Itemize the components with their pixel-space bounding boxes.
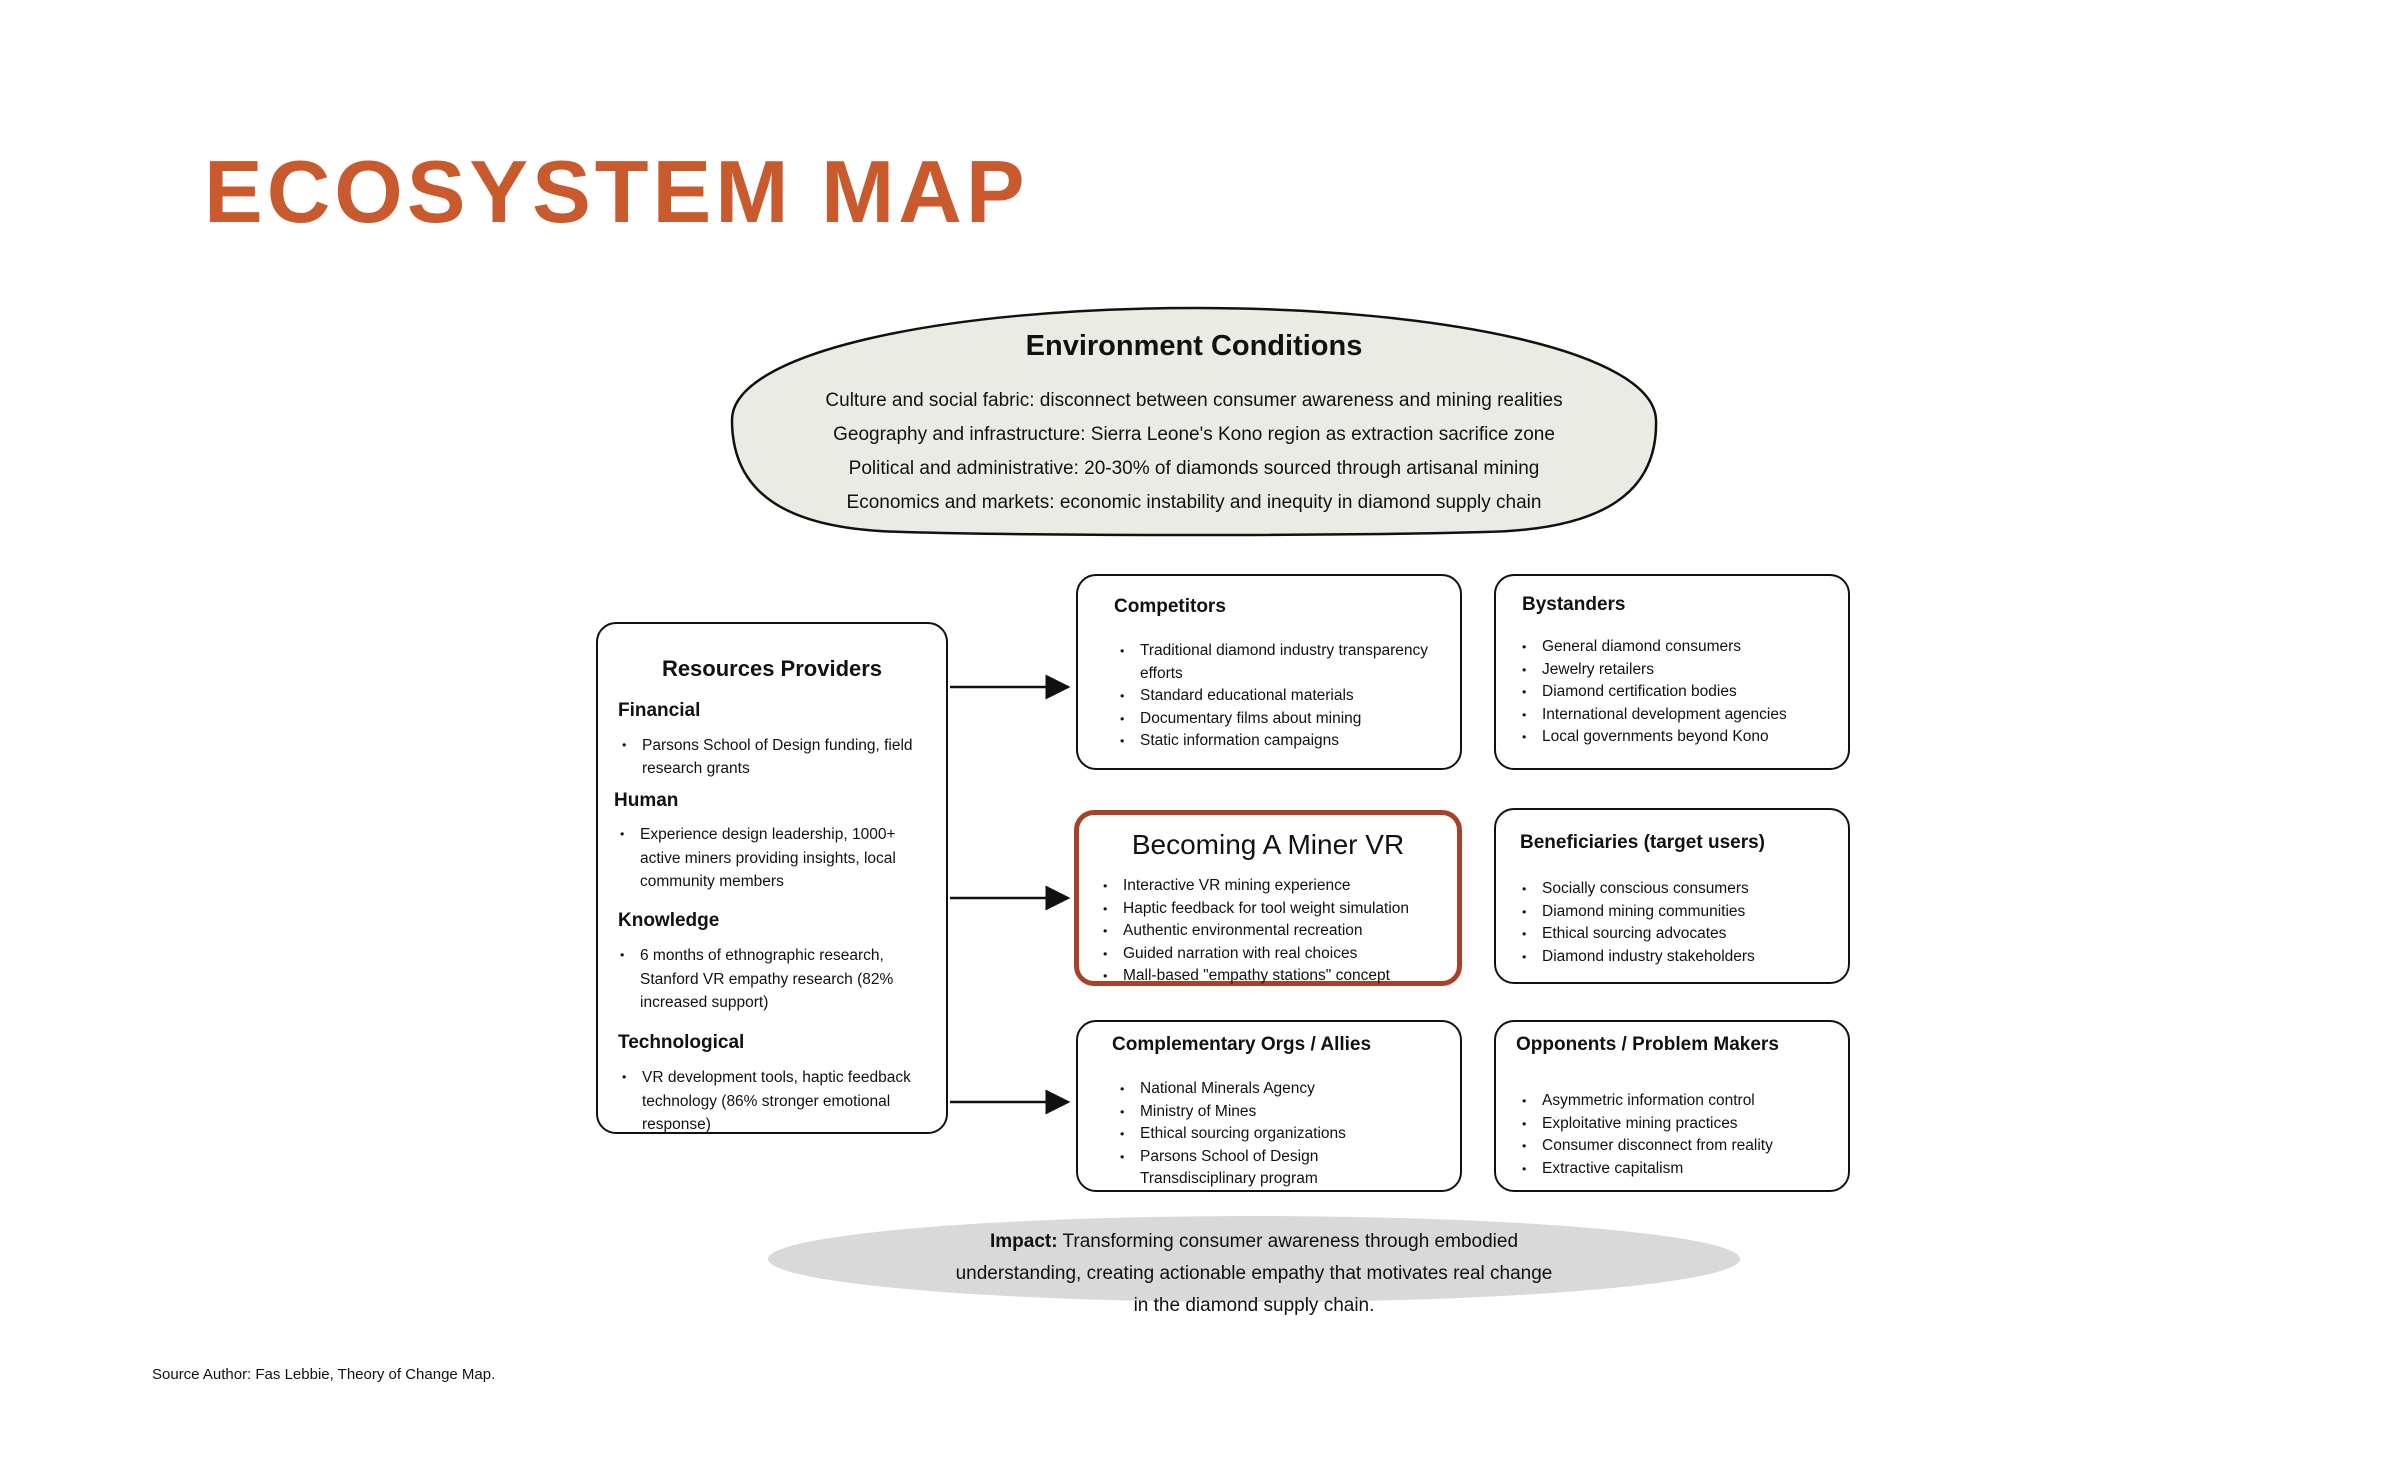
opponents-box: Opponents / Problem Makers Asymmetric in… [1494,1020,1850,1192]
list-item: Standard educational materials [1118,685,1438,708]
list-item: Guided narration with real choices [1101,943,1451,966]
environment-ellipse [730,306,1658,537]
allies-box: Complementary Orgs / Allies National Min… [1076,1020,1462,1192]
list-item: Interactive VR mining experience [1101,875,1451,898]
source-credit: Source Author: Fas Lebbie, Theory of Cha… [152,1366,496,1383]
list-item: Ministry of Mines [1118,1101,1418,1124]
allies-title: Complementary Orgs / Allies [1112,1034,1372,1055]
core-project-box: Becoming A Miner VR Interactive VR minin… [1074,810,1462,988]
beneficiaries-list: Socially conscious consumers Diamond min… [1520,878,1840,968]
environment-list: Culture and social fabric: disconnect be… [724,384,1664,520]
list-item: Ethical sourcing organizations [1118,1123,1418,1146]
list-item: Documentary films about mining [1118,708,1438,731]
core-list: Interactive VR mining experience Haptic … [1101,875,1451,988]
opponents-list: Asymmetric information control Exploitat… [1520,1090,1840,1180]
list-item: Consumer disconnect from reality [1520,1135,1840,1158]
environment-title: Environment Conditions [1025,330,1363,362]
list-item: Exploitative mining practices [1520,1113,1840,1136]
impact-ellipse [768,1216,1740,1302]
list-item: Parsons School of Design funding, field … [620,734,920,780]
financial-list: Parsons School of Design funding, field … [620,734,920,780]
beneficiaries-box: Beneficiaries (target users) Socially co… [1494,808,1850,984]
list-item: Diamond certification bodies [1520,681,1840,704]
resources-providers-box: Resources Providers Financial Parsons Sc… [596,622,948,1134]
list-item: Authentic environmental recreation [1101,920,1451,943]
list-item: Ethical sourcing advocates [1520,923,1840,946]
knowledge-list: 6 months of ethnographic research, Stanf… [618,944,918,1015]
list-item: International development agencies [1520,704,1840,727]
impact-statement: Impact: Transforming consumer awareness … [768,1216,1740,1316]
technological-heading: Technological [618,1032,745,1053]
list-item: Diamond industry stakeholders [1520,946,1840,969]
competitors-box: Competitors Traditional diamond industry… [1076,574,1462,770]
bystanders-list: General diamond consumers Jewelry retail… [1520,636,1840,749]
list-item: Parsons School of Design Transdisciplina… [1118,1146,1418,1191]
bystanders-title: Bystanders [1522,594,1626,615]
competitors-list: Traditional diamond industry transparenc… [1118,640,1438,753]
list-item: Experience design leadership, 1000+ acti… [618,823,918,894]
list-item: Traditional diamond industry transparenc… [1118,640,1438,685]
list-item: Haptic feedback for tool weight simulati… [1101,898,1451,921]
list-item: Socially conscious consumers [1520,878,1840,901]
list-item: Extractive capitalism [1520,1158,1840,1181]
list-item: Mall-based "empathy stations" concept [1101,965,1451,988]
list-item: Jewelry retailers [1520,659,1840,682]
allies-list: National Minerals Agency Ministry of Min… [1118,1078,1418,1191]
competitors-title: Competitors [1114,596,1226,617]
environment-item: Culture and social fabric: disconnect be… [825,390,1563,411]
opponents-title: Opponents / Problem Makers [1516,1034,1779,1055]
resources-title: Resources Providers [661,656,883,681]
beneficiaries-title: Beneficiaries (target users) [1520,832,1765,853]
human-list: Experience design leadership, 1000+ acti… [618,823,918,894]
impact-label: Impact: [989,1231,1058,1252]
financial-heading: Financial [618,700,701,721]
list-item: Local governments beyond Kono [1520,726,1840,749]
list-item: Asymmetric information control [1520,1090,1840,1113]
core-title: Becoming A Miner VR [1131,829,1405,860]
environment-item: Economics and markets: economic instabil… [846,492,1542,513]
page-title: ECOSYSTEM MAP [204,142,1029,241]
connector-arrows [950,674,1071,1115]
environment-item: Political and administrative: 20-30% of … [848,458,1540,479]
list-item: 6 months of ethnographic research, Stanf… [618,944,918,1015]
list-item: General diamond consumers [1520,636,1840,659]
list-item: Diamond mining communities [1520,901,1840,924]
human-heading: Human [614,790,679,811]
list-item: VR development tools, haptic feedback te… [620,1066,920,1137]
impact-text: Transforming consumer awareness through … [955,1231,1553,1316]
knowledge-heading: Knowledge [618,910,720,931]
environment-conditions: Environment Conditions Culture and socia… [724,302,1664,538]
environment-item: Geography and infrastructure: Sierra Leo… [833,424,1555,445]
list-item: Static information campaigns [1118,730,1438,753]
bystanders-box: Bystanders General diamond consumers Jew… [1494,574,1850,770]
list-item: National Minerals Agency [1118,1078,1418,1101]
technological-list: VR development tools, haptic feedback te… [620,1066,920,1137]
